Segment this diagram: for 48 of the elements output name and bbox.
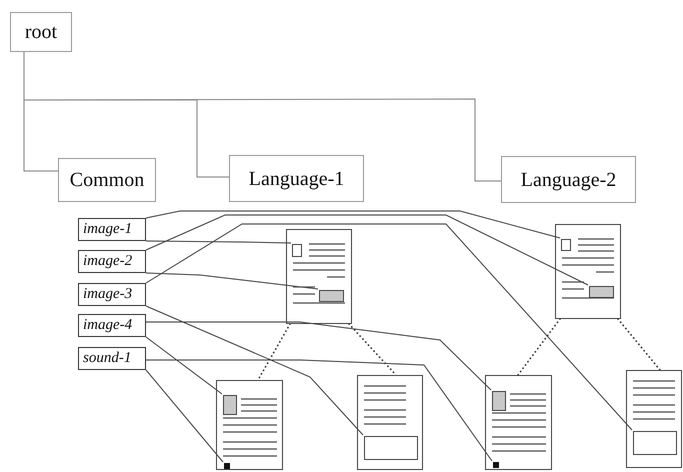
sound-marker [493,462,499,468]
leader-line [146,214,588,286]
node-label: Language-2 [520,170,616,190]
document-page [216,380,283,470]
label-box [78,250,146,273]
label-text: image-2 [83,254,132,269]
image-block [589,286,614,298]
leader-line [146,210,560,238]
image-frame [292,244,302,257]
image-frame [561,239,571,251]
leader-line [146,272,318,290]
dotted-line [517,318,561,376]
content-frame [364,436,418,460]
image-block [492,391,506,411]
dotted-line [257,323,291,381]
document-page [626,370,682,468]
leader-line [146,322,492,390]
sound-marker [224,463,230,469]
leader-line [146,370,224,462]
leader-line [146,240,292,244]
dotted-line [348,323,397,376]
leader-line [146,336,222,394]
content-frame [633,431,677,455]
label-box [78,314,146,337]
document-page [357,375,423,470]
label-box [78,283,146,306]
node-label: Common [70,170,144,190]
tree-node-box [501,156,636,203]
node-label: root [24,22,58,42]
dotted-line [617,318,661,371]
image-block [319,290,344,302]
label-text: image-3 [83,287,132,302]
image-block [223,395,237,415]
leader-line [146,224,632,430]
label-box [78,347,146,370]
label-text: image-4 [83,318,132,333]
document-page [555,224,621,319]
leader-line [146,306,364,436]
leader-line [146,360,492,462]
tree-node-box [229,155,364,202]
document-page [286,229,352,324]
label-box [78,218,146,241]
label-text: sound-1 [83,351,132,366]
label-text: image-1 [83,222,132,237]
document-page [485,375,552,470]
tree-node-box [58,158,156,202]
tree-node-box [10,12,72,52]
node-label: Language-1 [248,168,344,188]
